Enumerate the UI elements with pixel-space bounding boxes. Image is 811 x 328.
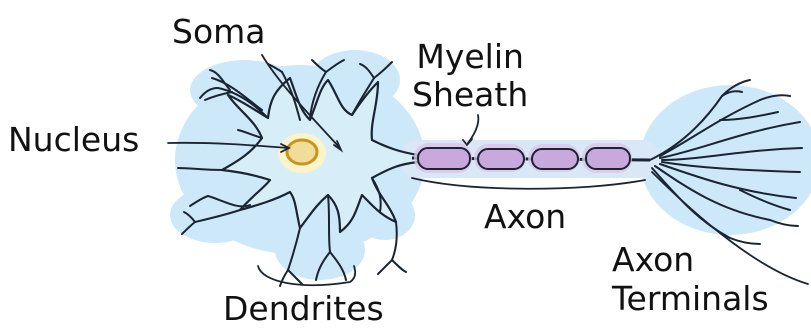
terminals-label-line1: Axon <box>612 240 769 279</box>
nucleus-label: Nucleus <box>8 123 139 156</box>
terminals-label-line2: Terminals <box>612 279 769 318</box>
dendrites-label: Dendrites <box>223 292 384 325</box>
soma-label: Soma <box>172 15 266 48</box>
axon-terminals-label: Axon Terminals <box>612 240 769 318</box>
myelin-label-line1: Myelin <box>412 38 528 76</box>
myelin-label-line2: Sheath <box>412 76 528 114</box>
nucleus <box>287 140 317 164</box>
axon-label: Axon <box>484 200 566 233</box>
myelin-pointer <box>468 115 478 143</box>
myelin-sheath-label: Myelin Sheath <box>412 38 528 114</box>
axon-bracket <box>412 178 645 189</box>
